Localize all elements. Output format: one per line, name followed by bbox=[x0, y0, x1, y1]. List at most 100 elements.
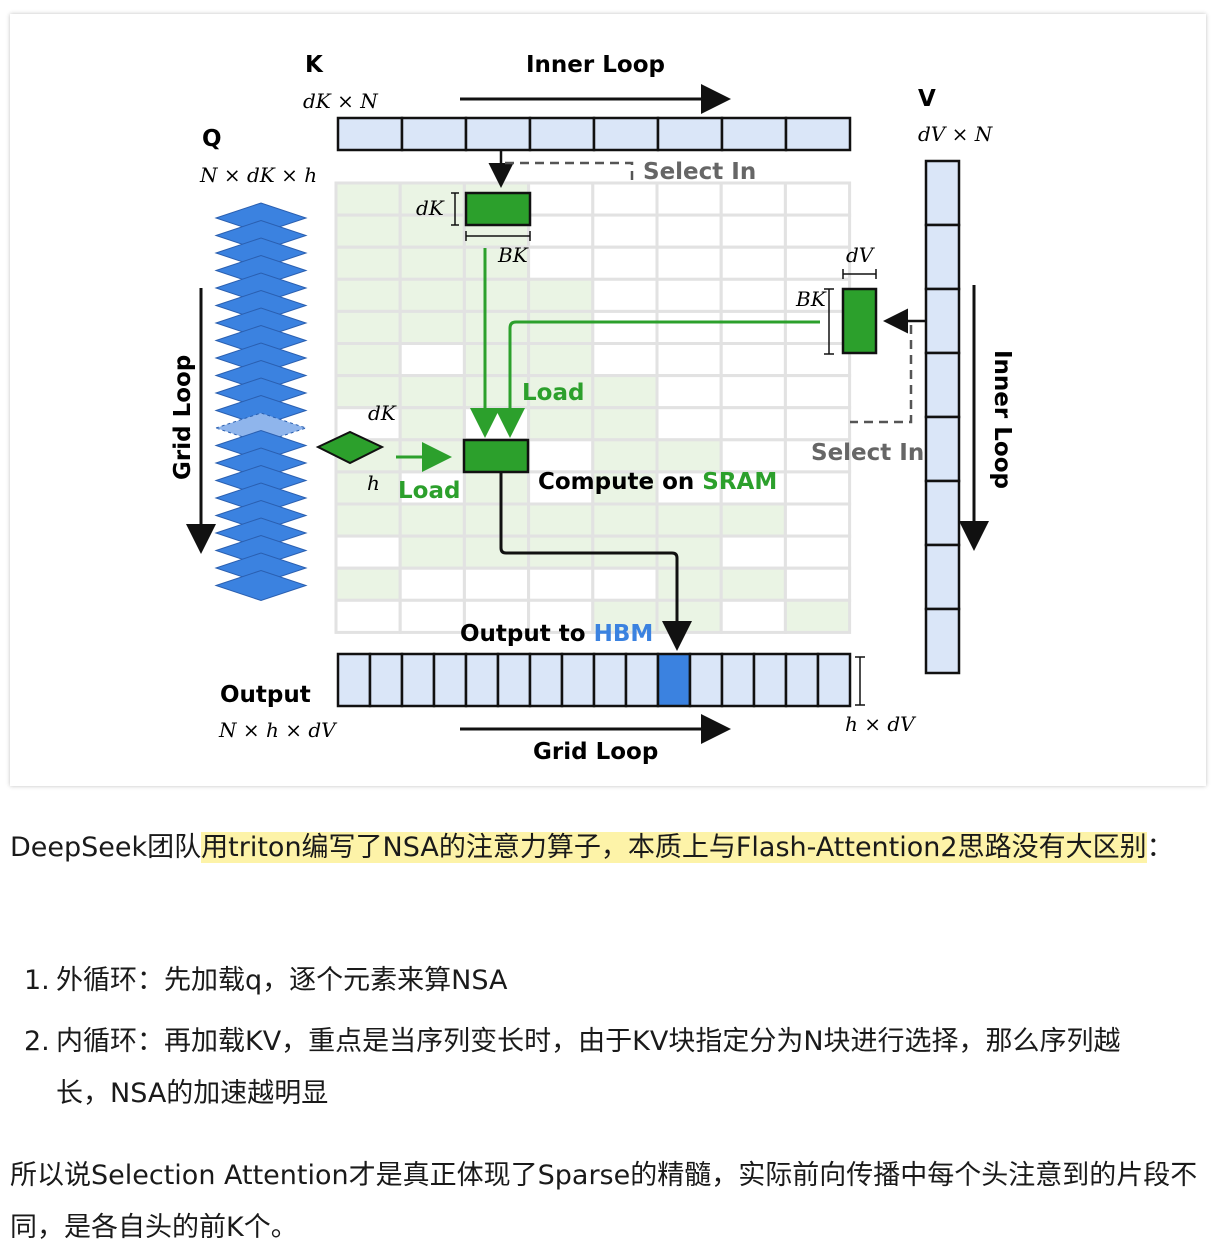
k-block bbox=[400, 116, 468, 152]
grid-cell bbox=[655, 181, 723, 217]
grid-cell bbox=[527, 374, 595, 410]
grid-cell bbox=[591, 181, 659, 217]
compute-label: Compute on SRAM bbox=[538, 469, 777, 495]
output-block bbox=[784, 652, 820, 708]
grid-cell bbox=[783, 598, 852, 634]
grid-cell bbox=[719, 438, 787, 474]
output-block bbox=[816, 652, 852, 708]
grid-cell bbox=[719, 374, 787, 410]
grid-cell bbox=[783, 213, 852, 249]
output-block bbox=[592, 652, 628, 708]
grid-cell bbox=[783, 181, 852, 217]
k-block bbox=[784, 116, 852, 152]
output-block bbox=[368, 652, 404, 708]
paragraph-conclusion: 所以说Selection Attention才是真正体现了Sparse的精髓，实… bbox=[10, 1160, 1198, 1243]
grid-cell bbox=[783, 502, 852, 538]
v-block-dv: dV bbox=[846, 243, 876, 267]
grid-cell bbox=[398, 598, 466, 634]
v-block bbox=[924, 351, 961, 419]
grid-cell bbox=[591, 374, 659, 410]
k-block-bk: BK bbox=[497, 243, 529, 267]
grid-cell bbox=[591, 213, 659, 249]
grid-cell bbox=[783, 534, 852, 570]
grid-cell bbox=[398, 342, 466, 378]
grid-cell bbox=[527, 181, 595, 217]
k-label: K bbox=[305, 52, 324, 78]
grid-cell bbox=[655, 502, 723, 538]
grid-cell bbox=[655, 566, 723, 602]
grid-cell bbox=[591, 309, 659, 345]
grid-cell bbox=[334, 277, 402, 313]
grid-cell bbox=[527, 406, 595, 442]
output-block bbox=[496, 652, 532, 708]
grid-cell bbox=[462, 277, 531, 313]
output-block bbox=[720, 652, 756, 708]
output-active-block bbox=[656, 652, 692, 708]
grid-cell bbox=[334, 534, 402, 570]
grid-cell bbox=[655, 406, 723, 442]
grid-cell bbox=[591, 470, 659, 506]
grid-cell bbox=[719, 245, 787, 281]
v-label: V bbox=[918, 86, 936, 112]
v-block bbox=[924, 287, 961, 355]
grid-cell bbox=[462, 566, 531, 602]
v-selected-block bbox=[841, 287, 878, 355]
grid-cell bbox=[398, 534, 466, 570]
grid-cell bbox=[334, 309, 402, 345]
grid-cell bbox=[783, 566, 852, 602]
list-item: 2.内循环：再加载KV，重点是当序列变长时，由于KV块指定分为N块进行选择，那么… bbox=[24, 1026, 1121, 1109]
q-label: Q bbox=[202, 126, 222, 152]
v-block-bk: BK bbox=[795, 287, 827, 311]
v-block bbox=[924, 159, 961, 227]
k-block-dk: dK bbox=[416, 196, 445, 220]
paragraph-intro: DeepSeek团队用triton编写了NSA的注意力算子，本质上与Flash-… bbox=[10, 832, 1174, 863]
grid-cell bbox=[655, 374, 723, 410]
output-blocks bbox=[336, 652, 852, 708]
output-block-dim: h × dV bbox=[845, 712, 917, 736]
v-block bbox=[924, 479, 961, 547]
output-label: Output bbox=[220, 682, 311, 708]
grid-cell bbox=[334, 566, 402, 602]
grid-cell bbox=[719, 598, 787, 634]
output-block bbox=[560, 652, 596, 708]
q-head-tile bbox=[214, 569, 308, 602]
highlight: 用triton编写了NSA的注意力算子，本质上与Flash-Attention2… bbox=[201, 832, 1147, 863]
grid-cell bbox=[527, 438, 595, 474]
grid-cell bbox=[655, 598, 723, 634]
grid-cell bbox=[655, 438, 723, 474]
k-block bbox=[336, 116, 404, 152]
output-block bbox=[688, 652, 724, 708]
output-hbm-label: Output to HBM bbox=[460, 621, 653, 647]
grid-cell bbox=[655, 245, 723, 281]
k-block bbox=[464, 116, 532, 152]
attention-grid bbox=[334, 181, 852, 634]
grid-cell bbox=[462, 470, 531, 506]
q-tile-dk: dK bbox=[368, 401, 397, 425]
v-block bbox=[924, 607, 961, 675]
k-block bbox=[656, 116, 724, 152]
grid-cell bbox=[398, 309, 466, 345]
k-dim: dK × N bbox=[303, 89, 379, 113]
grid-cell bbox=[719, 181, 787, 217]
q-dim: N × dK × h bbox=[199, 163, 317, 187]
output-block bbox=[400, 652, 436, 708]
k-blocks bbox=[336, 116, 852, 152]
grid-cell bbox=[527, 502, 595, 538]
grid-cell bbox=[783, 342, 852, 378]
grid-cell bbox=[527, 277, 595, 313]
grid-loop-left-label: Grid Loop bbox=[170, 355, 196, 480]
grid-cell bbox=[527, 566, 595, 602]
output-block bbox=[528, 652, 564, 708]
grid-cell bbox=[719, 502, 787, 538]
grid-cell bbox=[527, 213, 595, 249]
v-block bbox=[924, 223, 961, 291]
grid-cell bbox=[462, 406, 531, 442]
inner-loop-top-label: Inner Loop bbox=[526, 52, 665, 78]
output-dim: N × h × dV bbox=[218, 718, 338, 742]
grid-cell bbox=[334, 245, 402, 281]
select-in-top: Select In bbox=[643, 159, 756, 185]
grid-cell bbox=[334, 598, 402, 634]
grid-cell bbox=[462, 374, 531, 410]
grid-cell bbox=[591, 406, 659, 442]
grid-cell bbox=[591, 438, 659, 474]
